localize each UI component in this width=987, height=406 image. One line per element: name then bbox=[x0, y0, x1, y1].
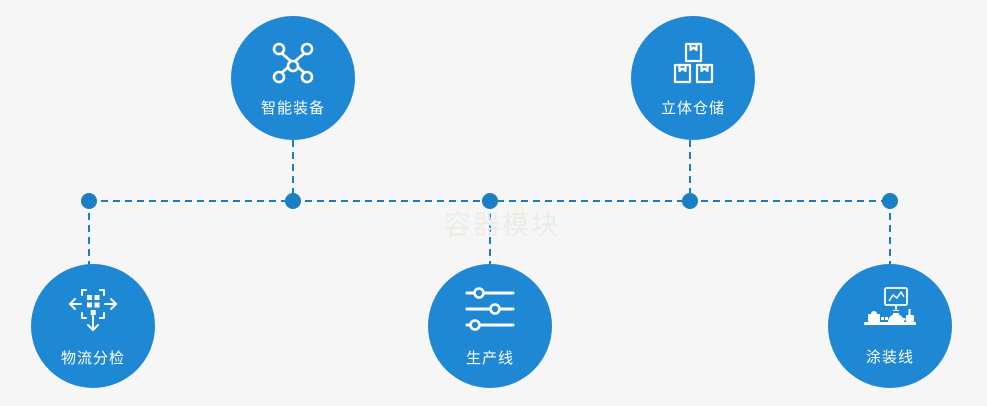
stacked-boxes-icon bbox=[669, 41, 717, 85]
sliders-icon bbox=[464, 285, 516, 333]
junction-dot[interactable] bbox=[682, 193, 698, 209]
node-label: 生产线 bbox=[465, 349, 514, 367]
node-production-line[interactable]: 生产线 bbox=[428, 264, 552, 388]
node-coating-line[interactable]: 涂装线 bbox=[828, 264, 952, 388]
node-label: 智能装备 bbox=[260, 99, 325, 117]
node-stereo-warehouse[interactable]: 立体仓储 bbox=[631, 16, 755, 140]
factory-machine-icon bbox=[862, 286, 918, 332]
junction-dot[interactable] bbox=[482, 193, 498, 209]
network-nodes-icon bbox=[269, 41, 317, 85]
junction-dot[interactable] bbox=[285, 193, 301, 209]
node-label: 涂装线 bbox=[865, 348, 914, 366]
node-intelligent-equipment[interactable]: 智能装备 bbox=[231, 16, 355, 140]
sorting-arrows-icon bbox=[67, 285, 119, 333]
node-label: 立体仓储 bbox=[660, 99, 725, 117]
node-logistics-sorting[interactable]: 物流分检 bbox=[31, 264, 155, 388]
watermark-text: 容器模块 bbox=[444, 210, 560, 240]
junction-dot[interactable] bbox=[81, 193, 97, 209]
junction-dot[interactable] bbox=[882, 193, 898, 209]
node-label: 物流分检 bbox=[60, 349, 125, 367]
